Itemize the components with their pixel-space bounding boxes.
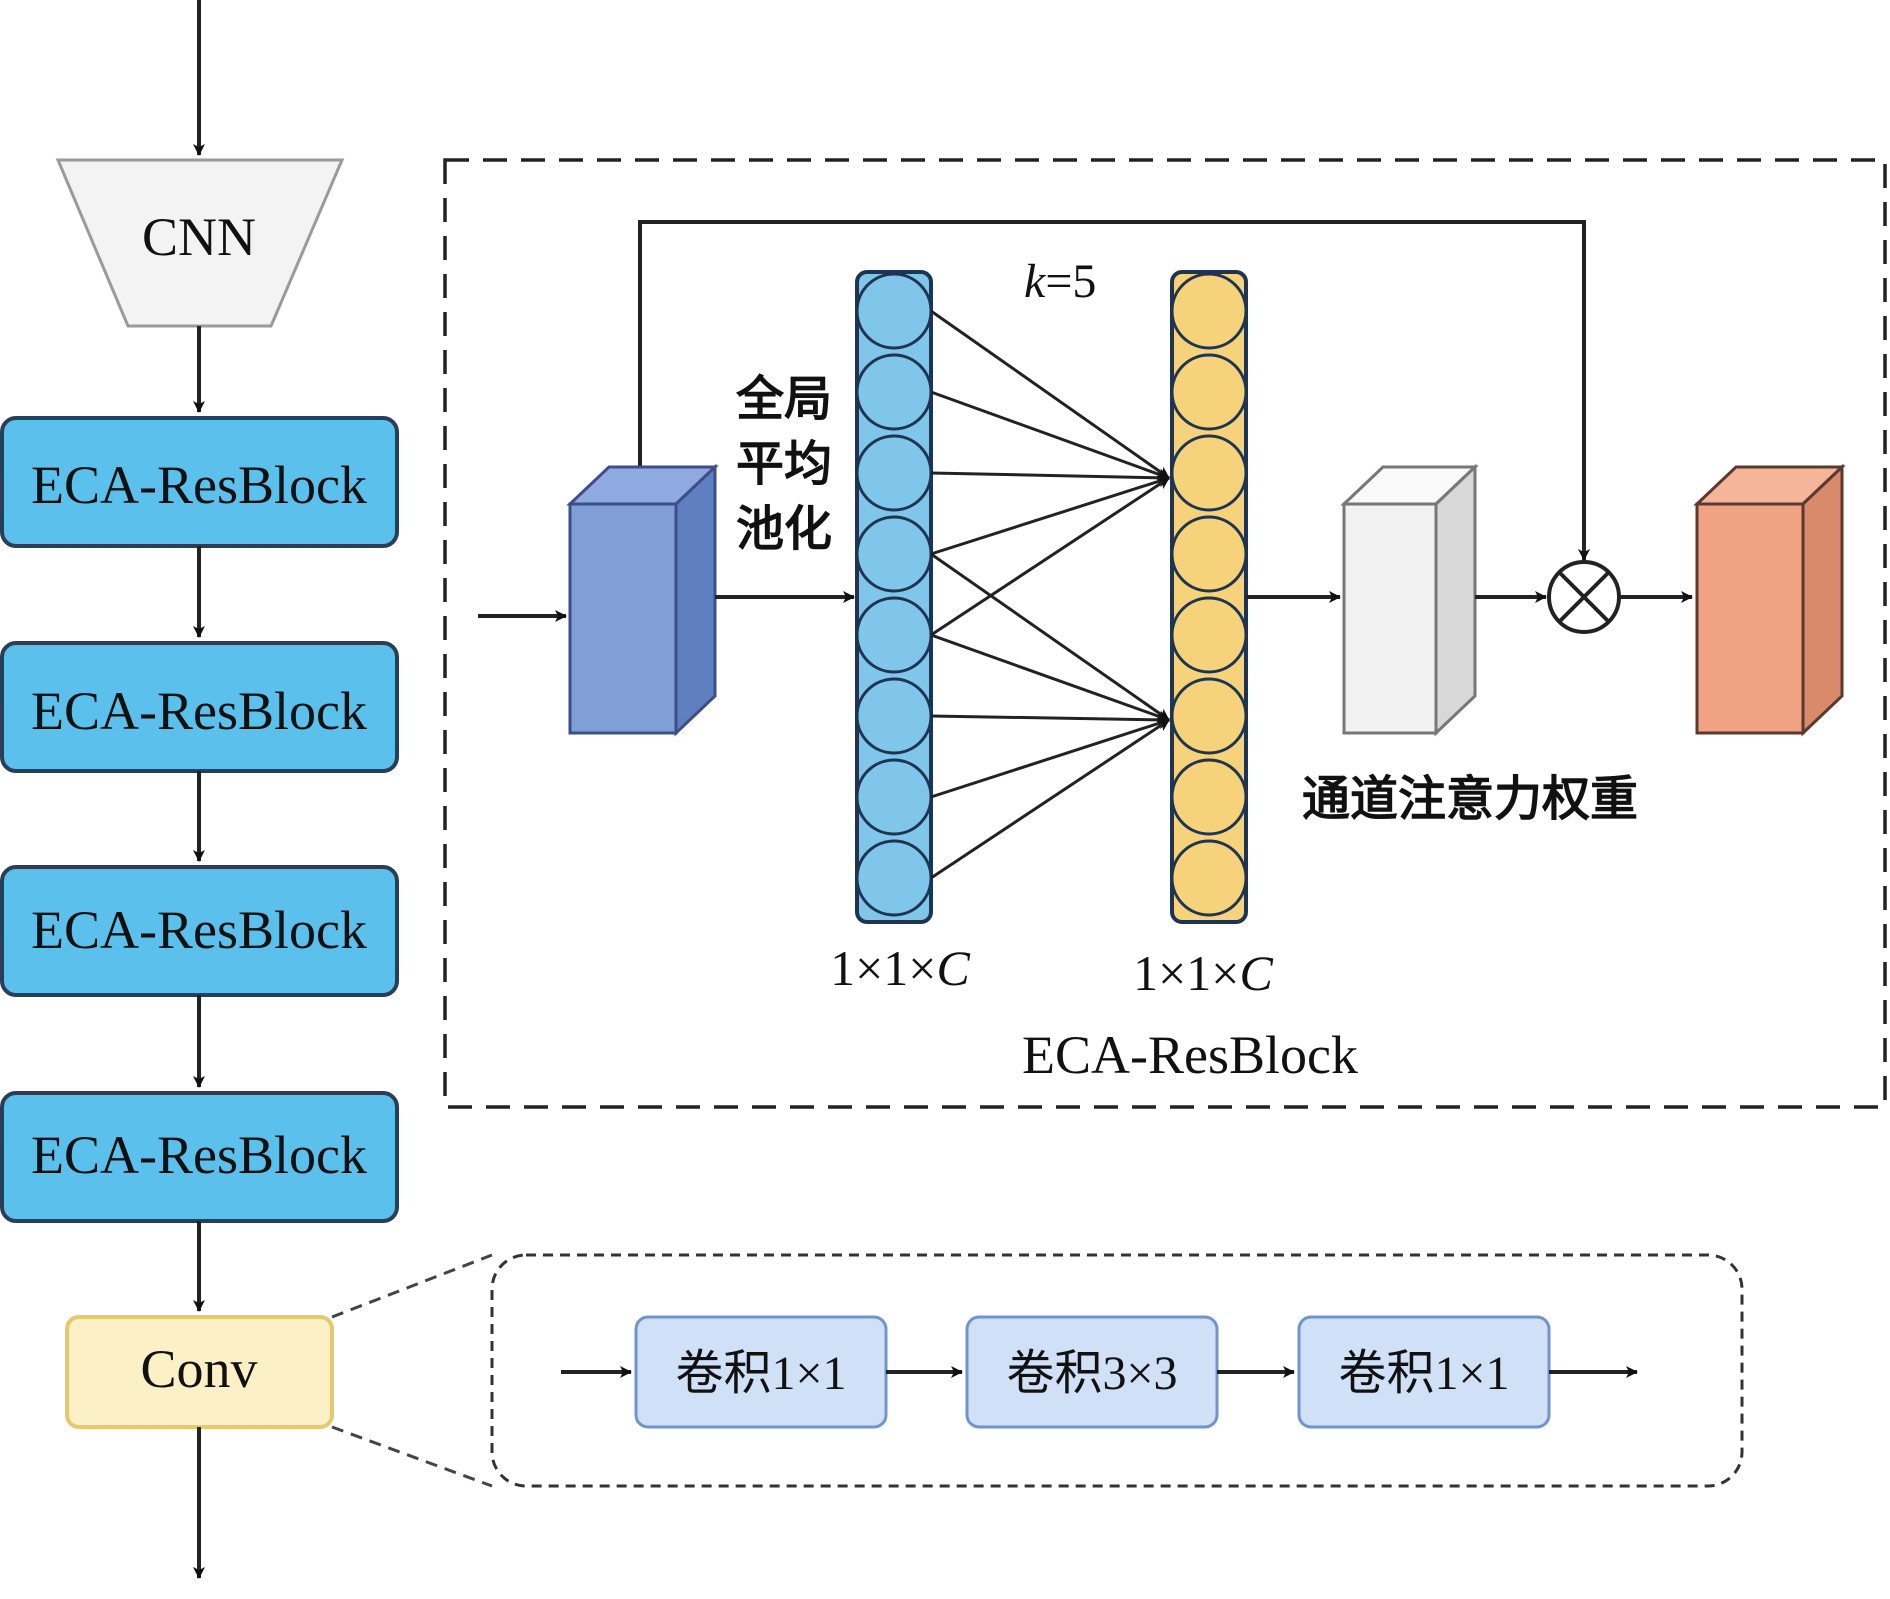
pooled-neuron-4 [855, 515, 933, 593]
conv-link-5-to-upper [930, 476, 1170, 637]
feature-cube-front [568, 502, 678, 735]
attention-neuron-8 [1170, 839, 1248, 917]
pooled-neuron-7 [855, 758, 933, 836]
output-feature-cube [1693, 463, 1846, 737]
resblock-3: ECA-ResBlock [0, 865, 399, 997]
pooled-neuron-2 [855, 353, 933, 431]
attention-neuron-1 [1170, 272, 1248, 350]
resblock-1: ECA-ResBlock [0, 416, 399, 548]
conv-link-1-to-upper [930, 309, 1170, 480]
cnn-label: CNN [142, 207, 256, 267]
resblock-4: ECA-ResBlock [0, 1091, 399, 1223]
attention-neuron-2 [1170, 353, 1248, 431]
resblock-1-label: ECA-ResBlock [31, 455, 367, 515]
output-cube-side [1801, 463, 1844, 737]
conv-link-4-to-upper [930, 475, 1170, 556]
pooling-label-line2: 平均 [736, 436, 832, 492]
pooled-neurons [855, 272, 933, 917]
channel-weights-cube [1340, 463, 1479, 737]
resblock-3-label: ECA-ResBlock [31, 900, 367, 960]
multiply-cross-b [1557, 570, 1611, 624]
resblock-2-label: ECA-ResBlock [31, 681, 367, 741]
conv-link-5-to-lower [930, 633, 1170, 722]
conv-link-7-to-lower [930, 717, 1170, 799]
conv-link-3-to-upper [930, 471, 1170, 484]
resblock-2: ECA-ResBlock [0, 641, 399, 773]
zoom-line-top [331, 1253, 493, 1319]
conv-link-2-to-upper [930, 390, 1170, 480]
pooled-neuron-3 [855, 434, 933, 512]
backbone: CNN ECA-ResBlock ECA-ResBlock ECA-ResBlo… [0, 0, 399, 1579]
attention-neuron-3 [1170, 434, 1248, 512]
attention-neuron-5 [1170, 596, 1248, 674]
eca-1d-conv-links [930, 309, 1170, 880]
pooling-label-line3: 池化 [736, 501, 832, 557]
conv-block: Conv [65, 1315, 334, 1429]
conv-link-8-to-lower [930, 718, 1170, 880]
kernel-size-value: =5 [1045, 255, 1096, 308]
conv-step-1: 卷积1×1 [634, 1315, 888, 1429]
attention-neuron-6 [1170, 677, 1248, 755]
weight-cube-side [1434, 463, 1477, 737]
pooled-dim-var: C [937, 940, 971, 996]
conv-step-3-label: 卷积1×1 [1338, 1347, 1509, 1400]
conv-step-3: 卷积1×1 [1297, 1315, 1551, 1429]
conv-detail-panel: 卷积1×1 卷积3×3 卷积1×1 [331, 1253, 1744, 1488]
pooled-feature-column [855, 270, 933, 924]
conv-step-2-label: 卷积3×3 [1006, 1347, 1177, 1400]
pooling-label-line1: 全局 [735, 371, 832, 427]
attention-neurons [1170, 272, 1248, 917]
skip-connection [638, 220, 1590, 561]
conv-step-2: 卷积3×3 [965, 1315, 1219, 1429]
conv-link-6-to-lower [930, 713, 1170, 726]
feature-map-cube [566, 463, 719, 737]
attention-neuron-7 [1170, 758, 1248, 836]
eca-detail-panel: 全局 平均 池化 k=5 1×1×C 1×1×C [443, 158, 1887, 1109]
weight-cube-front [1342, 502, 1438, 735]
conv-step-1-label: 卷积1×1 [675, 1347, 846, 1400]
attention-dim-label: 1×1×C [1133, 945, 1273, 1001]
attention-neuron-4 [1170, 515, 1248, 593]
attention-dim-var: C [1240, 945, 1274, 1001]
feature-cube-side [674, 463, 717, 737]
conv-link-4-to-lower [930, 552, 1170, 722]
zoom-line-bottom [331, 1425, 493, 1488]
attention-dim-prefix: 1×1× [1133, 945, 1239, 1001]
pooled-dim-prefix: 1×1× [830, 940, 936, 996]
cnn-trapezoid [55, 158, 345, 328]
output-cube-front [1695, 502, 1805, 735]
kernel-size-label: k=5 [1024, 255, 1096, 308]
pooled-neuron-8 [855, 839, 933, 917]
pooled-dim-label: 1×1×C [830, 940, 970, 996]
channel-weights-label: 通道注意力权重 [1302, 771, 1638, 827]
eca-detail-border [443, 158, 1887, 1109]
pooled-neuron-5 [855, 596, 933, 674]
conv-label: Conv [140, 1339, 257, 1399]
pooled-neuron-6 [855, 677, 933, 755]
resblock-4-label: ECA-ResBlock [31, 1125, 367, 1185]
pooled-neuron-1 [855, 272, 933, 350]
kernel-size-var: k [1024, 255, 1047, 308]
conv-detail-border [490, 1253, 1744, 1488]
eca-detail-caption: ECA-ResBlock [1022, 1025, 1358, 1085]
attention-column [1170, 270, 1248, 924]
cnn-block: CNN [55, 158, 345, 328]
multiply-node [1547, 560, 1621, 634]
